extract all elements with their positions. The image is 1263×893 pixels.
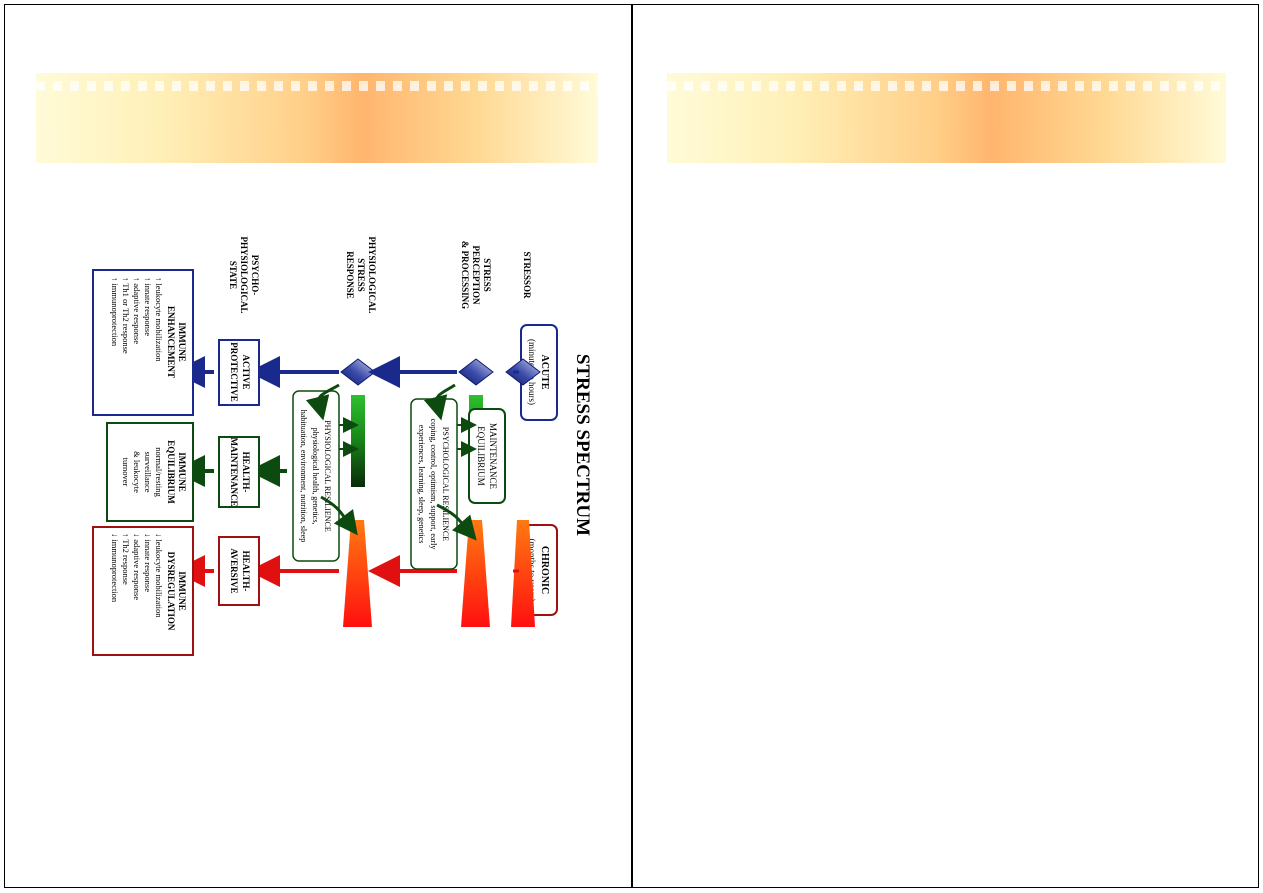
state-active-1: ACTIVE bbox=[241, 354, 251, 389]
stress-spectrum-diagram: STRESS SPECTRUM ACUTE (minutes to hours)… bbox=[92, 236, 593, 656]
phys-resilience-title: PHYSIOLOGICAL RESILIENCE bbox=[323, 420, 332, 532]
curved-arrow-physiological-1 bbox=[305, 383, 340, 421]
maintenance-box bbox=[468, 408, 506, 504]
dysregulation-line-1: ↓ leukocyte mobilization bbox=[154, 533, 164, 618]
dysregulation-line-3: ↓ adaptive response bbox=[132, 533, 142, 600]
row-label-perception-3: & PROCESSING bbox=[460, 241, 470, 309]
phys-resilience-line-2: habituation, environment, nutrition, sle… bbox=[299, 410, 308, 542]
outcome-dysregulation-box bbox=[92, 526, 194, 656]
equilibrium-line-1: normal/resting bbox=[154, 447, 164, 497]
enhancement-title-2: ENHANCEMENT bbox=[166, 306, 176, 378]
curved-arrow-perception-1 bbox=[423, 383, 456, 421]
psych-resilience-line-1: coping, control, optimism, support, earl… bbox=[429, 419, 438, 550]
row-label-physiological-3: RESPONSE bbox=[345, 251, 355, 299]
state-aversive-2: AVERSIVE bbox=[229, 548, 239, 593]
dysregulation-line-4: ↑ Th2 response bbox=[121, 533, 131, 585]
enhancement-line-2: ↑ innate response bbox=[143, 277, 153, 336]
row-label-perception-1: STRESS bbox=[482, 258, 492, 292]
curved-arrow-physiological-2 bbox=[320, 495, 358, 536]
row-label-physiological-1: PHYSIOLOGICAL bbox=[367, 236, 377, 313]
diamond-stressor-icon bbox=[505, 358, 541, 386]
dysregulation-line-2: ↓ innate response bbox=[143, 533, 153, 592]
enhancement-line-4: ↑ Th1 or Th2 response bbox=[121, 277, 131, 354]
state-active-2: PROTECTIVE bbox=[229, 342, 239, 402]
curved-arrow-perception-2 bbox=[436, 503, 477, 541]
row-label-perception-2: PERCEPTION bbox=[471, 245, 481, 305]
phys-resilience-box bbox=[292, 390, 340, 562]
red-trapezoid-stressor bbox=[511, 520, 535, 627]
title-band bbox=[36, 73, 598, 163]
phys-resilience-line-1: physiological health, genetics, bbox=[311, 428, 320, 525]
equilibrium-line-3: & leukocyte bbox=[132, 451, 142, 493]
state-health-box bbox=[218, 436, 260, 508]
chronic-sub: (months to years) bbox=[527, 539, 537, 602]
state-active-box bbox=[218, 339, 260, 406]
equilibrium-line-2: surveillance bbox=[143, 451, 153, 492]
psych-resilience-line-2: experiences, learning, sleep, genetics bbox=[417, 425, 426, 544]
equilibrium-title-2: EQUILIBRIUM bbox=[166, 440, 176, 504]
state-health-1: HEALTH- bbox=[241, 452, 251, 493]
red-trapezoid-physiological bbox=[343, 520, 372, 627]
state-aversive-box bbox=[218, 536, 260, 606]
dysregulation-title-1: IMMUNE bbox=[177, 571, 187, 611]
row-label-psycho-2: PHYSIOLOGICAL bbox=[239, 236, 249, 313]
row-label-psycho-1: PSYCHO- bbox=[250, 255, 260, 296]
slide-right bbox=[632, 4, 1259, 888]
dysregulation-line-5: ↓ immunoprotection bbox=[110, 533, 120, 603]
outcome-enhancement-box bbox=[92, 269, 194, 416]
maintenance-line-1: MAINTENANCE bbox=[488, 423, 498, 489]
diamond-physiological-icon bbox=[340, 358, 376, 386]
row-label-psycho-3: STATE bbox=[228, 261, 238, 289]
row-label-physiological-2: STRESS bbox=[356, 258, 366, 292]
chronic-label: CHRONIC bbox=[539, 546, 550, 594]
state-health-2: MAINTENANCE bbox=[229, 437, 239, 506]
row-label-stressor: STRESSOR bbox=[522, 251, 532, 299]
acute-label: ACUTE bbox=[539, 354, 550, 389]
enhancement-line-3: ↑ adaptive response bbox=[132, 277, 142, 344]
outcome-equilibrium-box bbox=[106, 422, 194, 522]
red-trapezoid-perception bbox=[461, 520, 490, 627]
title-band bbox=[667, 73, 1226, 163]
maintenance-line-2: EQUILIBRIUM bbox=[476, 426, 486, 486]
state-aversive-1: HEALTH- bbox=[241, 551, 251, 592]
green-bar-physiological bbox=[351, 395, 365, 487]
diamond-perception-icon bbox=[458, 358, 494, 386]
enhancement-line-5: ↑ immunoprotection bbox=[110, 277, 120, 347]
enhancement-title-1: IMMUNE bbox=[177, 322, 187, 362]
enhancement-line-1: ↑ leukocyte mobilization bbox=[154, 277, 164, 362]
psych-resilience-title: PSYCHOLOGICAL RESILIENCE bbox=[441, 427, 450, 541]
equilibrium-title-1: IMMUNE bbox=[177, 452, 187, 492]
dysregulation-title-2: DYSREGULATION bbox=[166, 552, 176, 631]
diagram-title: STRESS SPECTRUM bbox=[572, 354, 593, 536]
equilibrium-line-4: turnover bbox=[121, 458, 131, 487]
slide-left: STRESS SPECTRUM ACUTE (minutes to hours)… bbox=[4, 4, 632, 888]
